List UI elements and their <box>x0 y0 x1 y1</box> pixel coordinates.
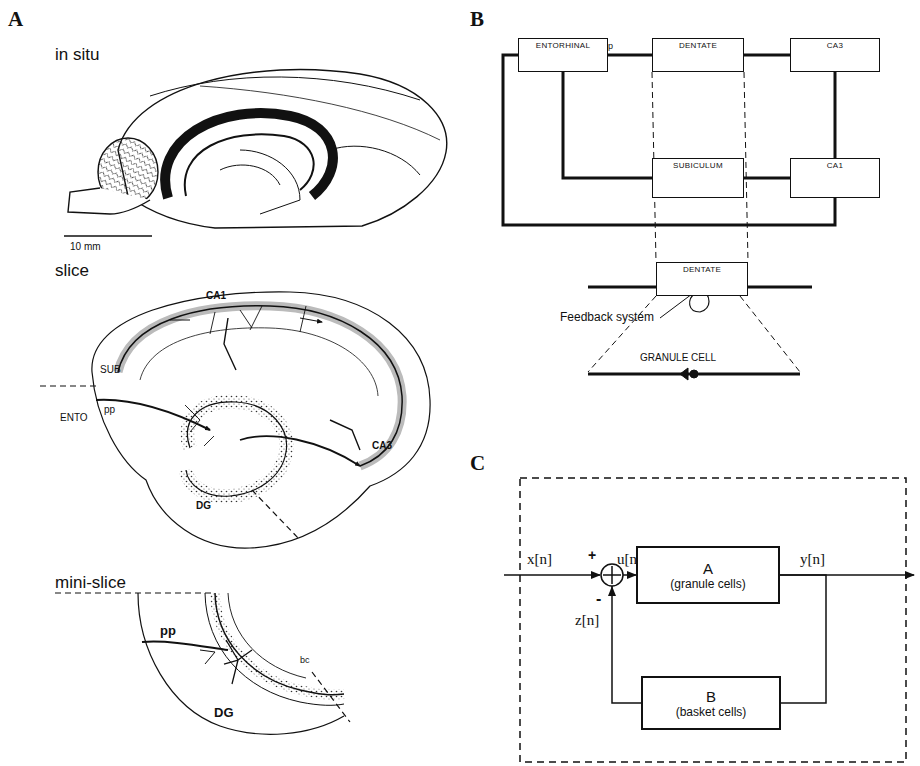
box-subtitle: (basket cells) <box>643 705 779 719</box>
signal-name: y[n] <box>800 551 825 568</box>
region-box: SUBICULUM <box>652 158 744 198</box>
arrowhead <box>608 586 616 596</box>
region-label: DG <box>214 706 234 720</box>
region-label: bc <box>300 656 310 666</box>
box-title: ENTORHINAL <box>519 39 607 50</box>
pathway-line <box>834 72 837 158</box>
box-title: SUBICULUM <box>653 159 743 170</box>
callout-label: Feedback system <box>560 311 654 324</box>
panel-letter: A <box>8 8 23 31</box>
signal-connector <box>780 575 826 703</box>
brain-drawing <box>68 70 447 228</box>
cut-line <box>252 490 300 540</box>
feedback-block-diagram <box>504 478 914 762</box>
region-box: ENTORHINAL <box>518 38 608 72</box>
slice-drawing <box>92 292 430 548</box>
sign-symbol: - <box>596 590 601 608</box>
signal-name: z[n] <box>575 612 599 629</box>
signal-name: x[n] <box>527 551 552 568</box>
process-box: B(basket cells) <box>641 676 781 730</box>
section-title: in situ <box>55 46 99 65</box>
box-subtitle: (granule cells) <box>638 577 778 591</box>
region-box: DENTATE <box>652 38 744 72</box>
pathway-line <box>563 72 652 178</box>
region-label: pp <box>160 624 176 638</box>
mini-slice-drawing <box>55 593 350 734</box>
box-title: B <box>643 688 779 705</box>
region-box: CA3 <box>790 38 880 72</box>
pathway-line <box>608 54 652 57</box>
region-box: DENTATE <box>656 262 748 296</box>
box-title: DENTATE <box>657 263 747 274</box>
sign-symbol: + <box>588 548 596 563</box>
box-title: CA1 <box>791 159 879 170</box>
pathway-line <box>503 55 835 225</box>
region-label: SUB <box>100 364 121 375</box>
pathway-line <box>744 54 790 57</box>
panel-letter: B <box>470 8 484 31</box>
signal-connector <box>652 72 748 262</box>
pathway-line <box>744 177 790 180</box>
region-label: pp <box>104 404 115 415</box>
section-title: slice <box>55 262 89 281</box>
process-box: A(granule cells) <box>636 546 780 604</box>
section-title: mini-slice <box>55 574 126 593</box>
scale-label: 10 mm <box>70 241 101 252</box>
scale-bar <box>64 235 152 237</box>
panel-letter: C <box>470 452 485 475</box>
region-box: CA1 <box>790 158 880 198</box>
cut-line <box>40 385 100 386</box>
region-label: CA3 <box>372 440 392 451</box>
box-title: CA3 <box>791 39 879 50</box>
region-label: CA1 <box>206 290 226 301</box>
cell-label: GRANULE CELL <box>640 352 716 363</box>
box-title: DENTATE <box>653 39 743 50</box>
region-label: ENTO <box>60 412 88 423</box>
box-title: A <box>638 560 778 577</box>
region-label: DG <box>196 500 211 511</box>
